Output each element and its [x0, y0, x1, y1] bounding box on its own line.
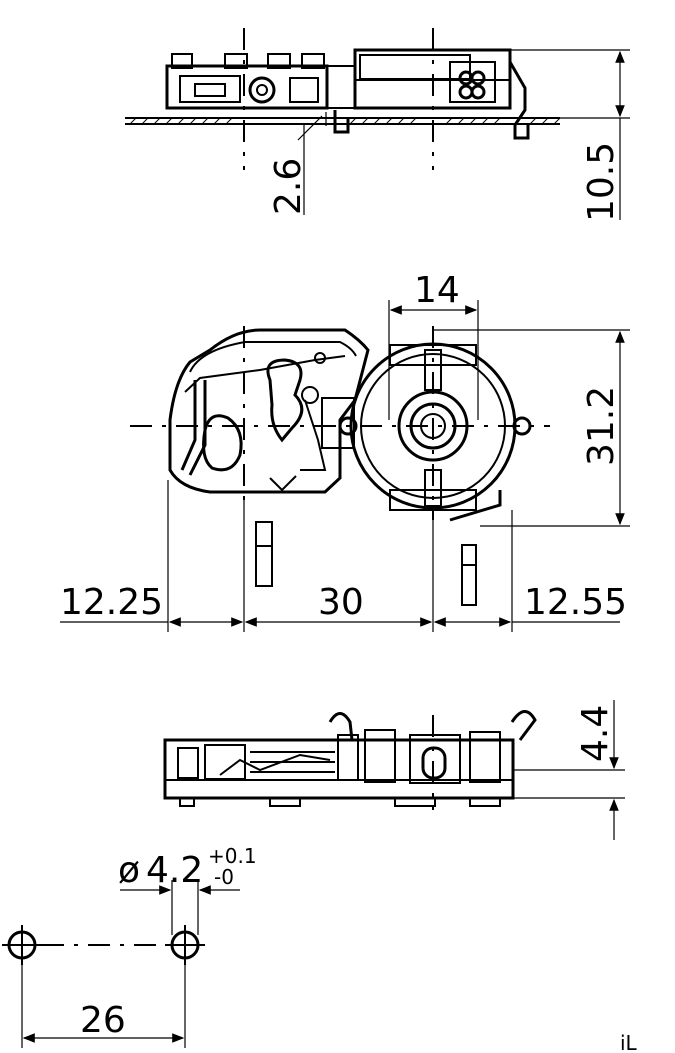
tolerance-plus: +0.1 [208, 844, 257, 868]
dim-dia-4-2: 4.2 [146, 850, 203, 891]
dim-4-4: 4.4 [575, 705, 616, 762]
dim-10-5: 10.5 [581, 142, 622, 222]
side-view-top: 2.6 10.5 [125, 28, 630, 222]
dim-30: 30 [318, 582, 364, 623]
dia-symbol: ø [118, 850, 140, 891]
top-view: 14 31.2 12.25 30 12.55 [60, 270, 630, 632]
front-view: 4.4 [163, 700, 625, 840]
dim-26: 26 [80, 1000, 126, 1041]
dim-14: 14 [414, 270, 460, 311]
dim-31-2: 31.2 [581, 386, 622, 466]
dim-12-25: 12.25 [60, 582, 163, 623]
plate-hatch [129, 117, 561, 125]
dim-2-6: 2.6 [268, 158, 309, 215]
corner-mark: iL [620, 1031, 638, 1053]
hole-pattern: ø 4.2 +0.1 -0 26 [2, 844, 257, 1048]
tolerance-minus: -0 [214, 865, 234, 889]
dim-12-55: 12.55 [524, 582, 627, 623]
